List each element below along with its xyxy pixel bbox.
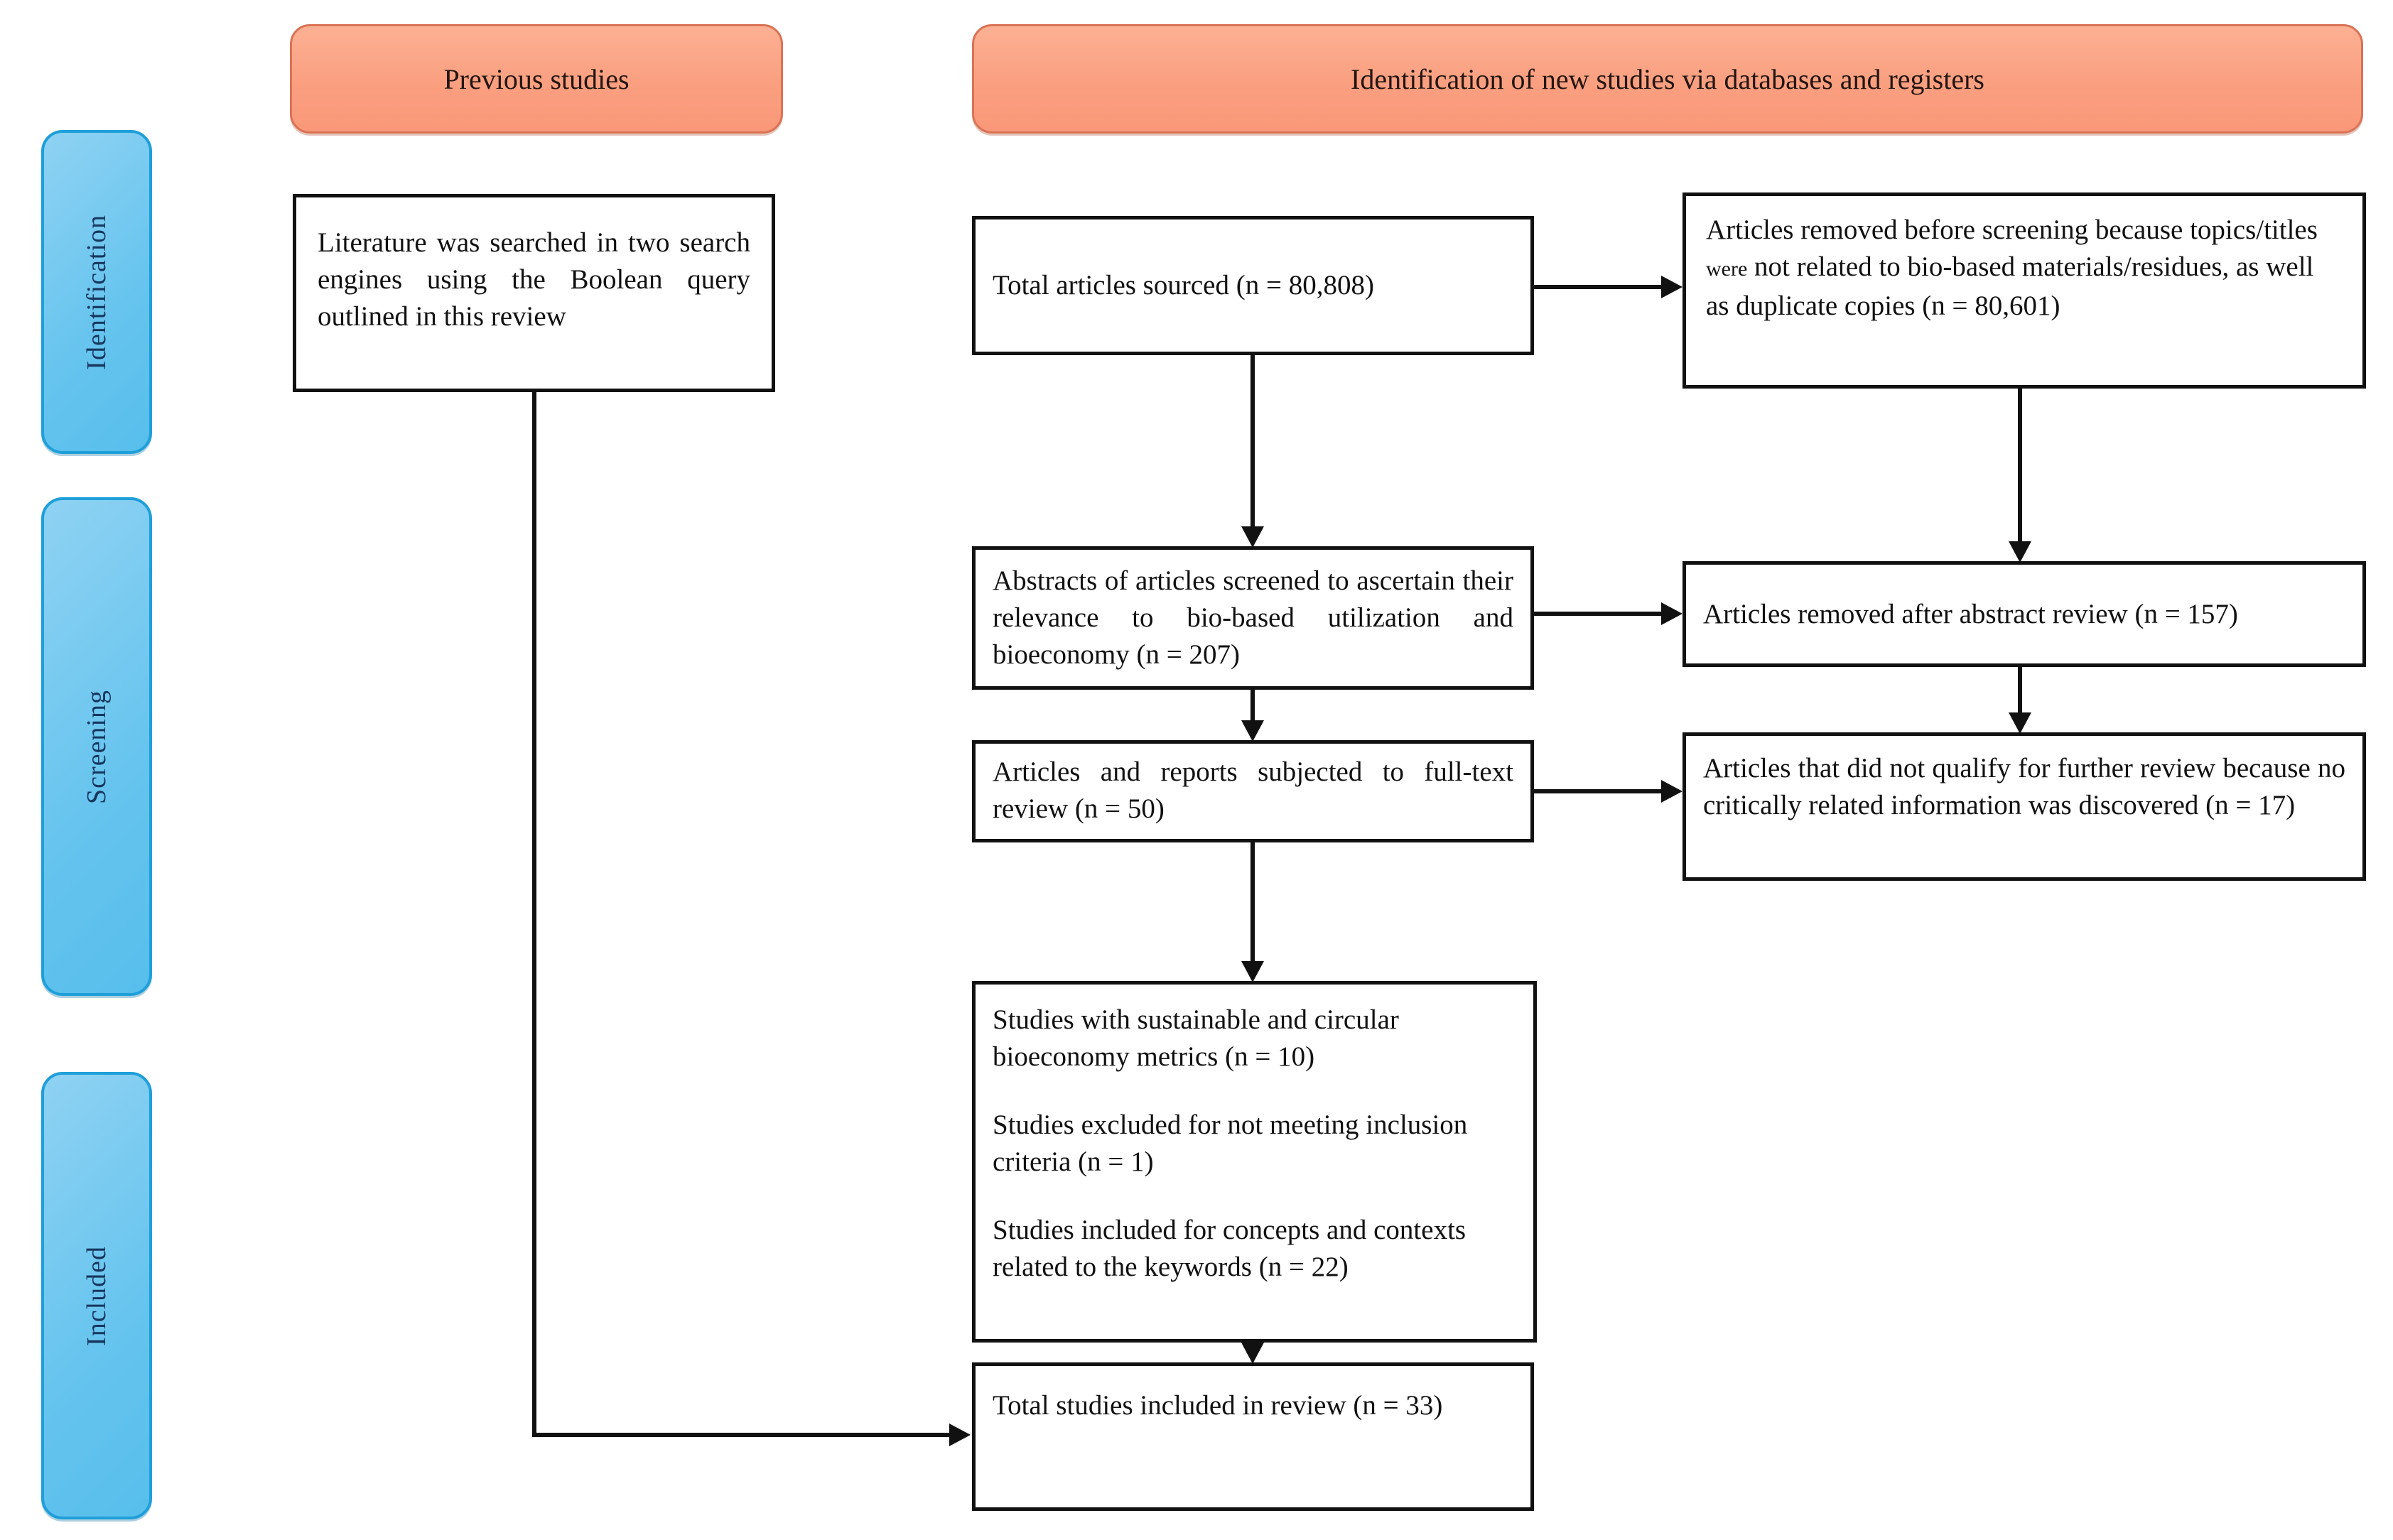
connector-sourced-to-abstracts	[1250, 355, 1255, 526]
removed-before-text-1: Articles removed before screening becaus…	[1706, 215, 2318, 245]
connector-fulltext-to-not-qualified	[1534, 789, 1661, 793]
banner-previous-studies-label: Previous studies	[443, 63, 630, 95]
removed-before-text-small: were	[1706, 257, 1748, 281]
box-full-text-review: Articles and reports subjected to full-t…	[972, 740, 1534, 842]
arrowhead-abstracts-to-fulltext	[1241, 720, 1264, 742]
box-literature-search: Literature was searched in two search en…	[293, 194, 775, 392]
arrowhead-sourced-to-removed-before	[1661, 276, 1682, 298]
stage-identification: Identification	[41, 130, 152, 454]
arrowhead-abstracts-to-removed-after	[1661, 602, 1682, 625]
connector-removed-before-to-after	[2018, 389, 2022, 541]
removed-before-text-2: not related to bio-based materials/resid…	[1706, 251, 2314, 321]
arrowhead-fulltext-to-synthesis	[1241, 961, 1264, 982]
arrowhead-synthesis-to-total-included	[1241, 1343, 1264, 1364]
synthesis-concepts: Studies included for concepts and contex…	[993, 1215, 1466, 1282]
connector-fulltext-to-synthesis	[1250, 842, 1255, 961]
connector-literature-vertical	[532, 392, 536, 1437]
banner-previous-studies: Previous studies	[290, 24, 783, 134]
box-abstracts-screened: Abstracts of articles screened to ascert…	[972, 546, 1534, 690]
stage-included-label: Included	[82, 1245, 112, 1346]
stage-included: Included	[41, 1072, 152, 1519]
box-removed-after-abstract: Articles removed after abstract review (…	[1682, 561, 2366, 667]
connector-abstracts-to-removed-after	[1534, 612, 1661, 616]
arrowhead-sourced-to-abstracts	[1241, 526, 1264, 548]
synthesis-metrics: Studies with sustainable and circular bi…	[993, 1004, 1399, 1072]
box-total-sourced: Total articles sourced (n = 80,808)	[972, 216, 1534, 355]
connector-abstracts-to-fulltext	[1250, 690, 1255, 720]
arrowhead-fulltext-to-not-qualified	[1661, 780, 1682, 803]
stage-screening: Screening	[41, 497, 152, 996]
connector-literature-horizontal	[532, 1433, 949, 1437]
arrowhead-literature-to-total-included	[949, 1424, 971, 1446]
box-removed-before-screening: Articles removed before screening becaus…	[1682, 192, 2366, 389]
connector-sourced-to-removed-before	[1534, 285, 1661, 289]
stage-screening-label: Screening	[82, 689, 112, 804]
box-synthesis: Studies with sustainable and circular bi…	[972, 981, 1537, 1343]
arrowhead-removed-before-to-after	[2009, 541, 2031, 563]
stage-identification-label: Identification	[82, 214, 112, 370]
banner-identification-label: Identification of new studies via databa…	[1351, 63, 1984, 95]
synthesis-excluded: Studies excluded for not meeting inclusi…	[993, 1110, 1468, 1177]
arrowhead-removed-after-to-not-qualified	[2009, 712, 2031, 734]
box-not-qualified: Articles that did not qualify for furthe…	[1682, 732, 2366, 881]
connector-removed-after-to-not-qualified	[2018, 667, 2022, 712]
box-total-included: Total studies included in review (n = 33…	[972, 1362, 1534, 1511]
banner-identification-new-studies: Identification of new studies via databa…	[972, 24, 2363, 134]
